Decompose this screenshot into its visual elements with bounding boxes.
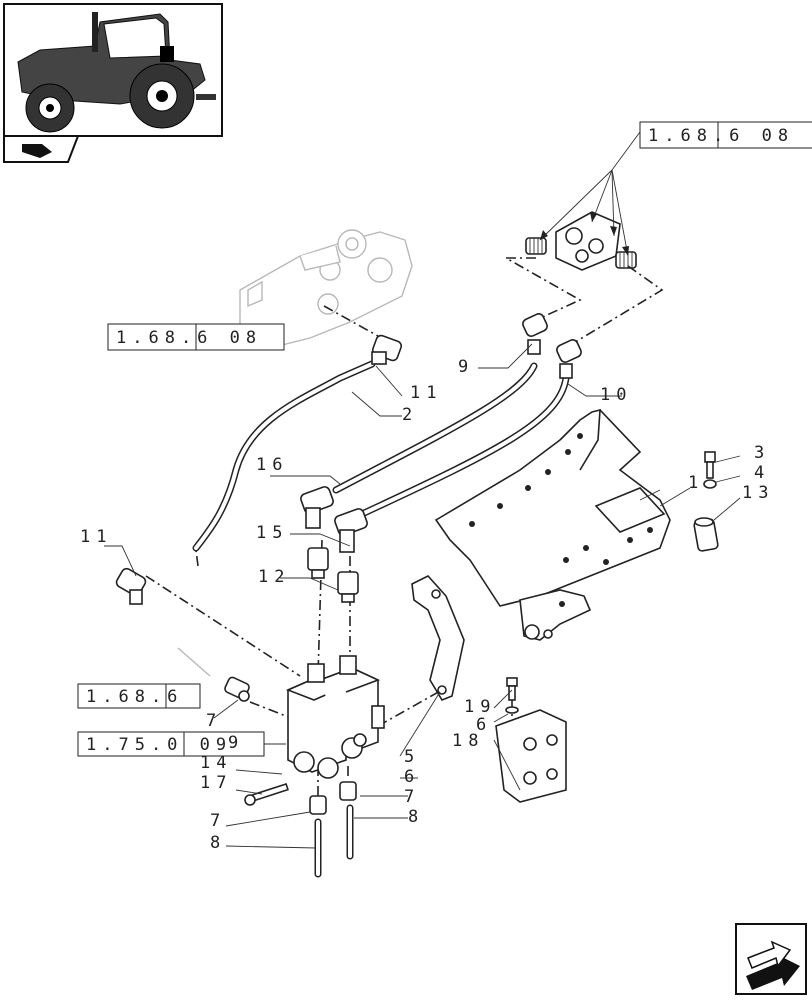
callout-17: 17 <box>200 773 232 793</box>
callout-11-lower: 11 <box>80 527 112 547</box>
callout-11-upper: 11 <box>410 383 442 403</box>
reference-arrows <box>539 131 641 257</box>
bracket-5 <box>411 575 465 701</box>
adapter-12a <box>307 547 329 579</box>
callout-labels: 3 4 1 13 9 10 11 2 16 15 12 11 7 9 14 17… <box>80 357 774 853</box>
distributor-block <box>525 211 637 271</box>
hose-16 <box>332 362 538 494</box>
elbow-fitting-11-lower <box>115 567 147 605</box>
elbow-fitting-11-upper <box>371 334 403 365</box>
callout-1: 1 <box>688 473 704 493</box>
callout-8-lower: 8 <box>210 833 226 853</box>
rear-valve-ghost <box>239 229 413 349</box>
callout-12: 12 <box>258 567 290 587</box>
callout-4: 4 <box>754 463 770 483</box>
bolt-3 <box>704 451 716 479</box>
tractor-thumbnail-icon <box>3 3 223 137</box>
fitting-7a <box>309 795 327 815</box>
callout-3: 3 <box>754 443 770 463</box>
callout-6-right: 6 <box>476 715 492 735</box>
reference-text: 1.68.6 <box>86 687 183 707</box>
callout-19: 19 <box>464 697 496 717</box>
solenoid-valve-block <box>285 655 385 779</box>
callout-6: 6 <box>404 767 420 787</box>
callout-8-right: 8 <box>408 807 424 827</box>
adapter-12b <box>337 571 359 603</box>
reference-link-left-low[interactable]: 1.75.0 09 <box>77 731 265 757</box>
elbow-fitting-15b <box>334 508 368 553</box>
bracket-18 <box>495 709 567 803</box>
callout-2: 2 <box>402 405 418 425</box>
support-frame-1 <box>434 408 671 641</box>
reference-text: 1.68.6 08 <box>116 328 262 348</box>
callout-18: 18 <box>452 731 484 751</box>
connector-7-left <box>177 647 250 702</box>
leader-lines <box>104 325 741 849</box>
callout-9-left: 9 <box>228 733 244 753</box>
bolt-19 <box>505 677 519 714</box>
callout-7-lower: 7 <box>210 811 226 831</box>
reference-text: 1.68.6 08 <box>648 126 794 146</box>
reference-text: 1.75.0 09 <box>86 735 232 755</box>
elbow-fitting-15a <box>300 486 334 529</box>
hydraulic-section-icon <box>3 135 80 163</box>
callout-16: 16 <box>256 455 288 475</box>
elbow-fitting-10 <box>556 339 582 379</box>
fitting-7b <box>339 781 357 801</box>
reference-link-left-mid[interactable]: 1.68.6 <box>77 683 201 709</box>
callout-14: 14 <box>200 753 232 773</box>
callout-15: 15 <box>256 523 288 543</box>
callout-7-right: 7 <box>404 787 420 807</box>
callout-5: 5 <box>404 747 420 767</box>
reference-link-top-right[interactable]: 1.68.6 08 <box>639 121 812 149</box>
next-page-arrow-icon[interactable] <box>735 923 807 995</box>
washer-4 <box>703 479 717 489</box>
hose-10 <box>358 374 570 518</box>
spacer-13 <box>693 517 719 552</box>
hose-2 <box>192 360 376 552</box>
elbow-fitting-9 <box>522 313 548 355</box>
callout-9: 9 <box>458 357 474 377</box>
callout-10: 10 <box>600 385 632 405</box>
reference-link-left-upper[interactable]: 1.68.6 08 <box>107 323 285 351</box>
callout-13: 13 <box>742 483 774 503</box>
fitting-17 <box>244 782 289 806</box>
callout-7-left: 7 <box>206 711 222 731</box>
